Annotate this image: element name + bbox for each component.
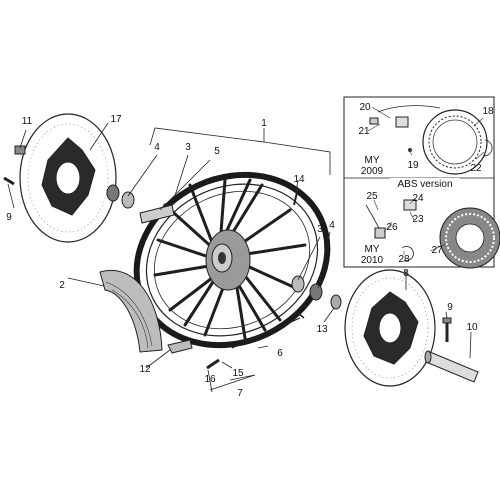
label-18: 18: [482, 106, 494, 117]
label-26: 26: [386, 222, 398, 233]
label-27: 27: [431, 245, 443, 256]
label-14: 14: [293, 174, 305, 185]
label-12: 12: [139, 364, 151, 375]
my-label-2010: MY: [365, 244, 380, 255]
label-11: 11: [22, 116, 33, 127]
mudguard: [99, 269, 163, 353]
abs-sensor-2009: [369, 105, 493, 157]
label-24: 24: [412, 193, 424, 204]
label-9-right: 9: [447, 302, 453, 313]
wheel-axle-10: [424, 350, 479, 383]
label-5: 5: [214, 146, 220, 157]
label-19: 19: [407, 160, 419, 171]
spoke-6: [231, 312, 305, 349]
label-7: 7: [237, 388, 243, 399]
wheel-hub: [205, 229, 251, 291]
right-brake-disc: [344, 269, 436, 387]
label-20: 20: [359, 102, 371, 113]
bearing-4-left: [106, 184, 120, 202]
label-3-right: 3: [317, 224, 323, 235]
label-21: 21: [358, 126, 370, 137]
valve-14: [293, 187, 299, 206]
label-10: 10: [466, 322, 478, 333]
abs-inset-box: ABS version MY 2009 MY 2010: [343, 96, 500, 269]
bearing-4-right: [309, 283, 323, 301]
leader-lines: [7, 122, 472, 393]
label-1: 1: [261, 118, 267, 129]
inset-leader-lines: [367, 106, 485, 255]
label-4-right: 4: [329, 220, 335, 231]
label-4-left: 4: [154, 142, 160, 153]
label-15: 15: [232, 368, 244, 379]
my-label-2009: MY: [365, 155, 380, 166]
label-17: 17: [110, 114, 122, 125]
abs-sensor-2010: [365, 199, 417, 261]
spacer-13: [330, 294, 342, 310]
label-6: 6: [277, 348, 283, 359]
label-25: 25: [366, 191, 378, 202]
label-23: 23: [412, 214, 424, 225]
label-22: 22: [470, 163, 482, 174]
abs-tone-ring-2010: [439, 207, 500, 269]
label-16: 16: [204, 374, 216, 385]
label-8: 8: [403, 268, 409, 279]
left-brake-disc: [19, 113, 117, 243]
label-9-left: 9: [6, 212, 12, 223]
bolt-9-right: [442, 317, 452, 342]
seal-3-left: [121, 191, 135, 209]
bolt-9-left: [3, 176, 15, 186]
seal-3-right: [291, 275, 305, 293]
part-labels: 1 2 3 3 4 4 5 6 7 8 9 9 10 11 12 13 14 1…: [6, 102, 494, 399]
label-3-left: 3: [185, 142, 191, 153]
screw-11: [14, 145, 26, 155]
abs-tone-ring-2009: [422, 109, 488, 175]
label-2: 2: [59, 280, 65, 291]
clip-12: [167, 339, 193, 354]
wheel-spacer-5: [139, 204, 175, 224]
label-28: 28: [398, 254, 410, 265]
spoked-wheel: [133, 171, 331, 349]
abs-version-title: ABS version: [397, 179, 452, 190]
my-year-2010: 2010: [361, 255, 384, 266]
nipple-16: [206, 358, 220, 370]
label-13: 13: [316, 324, 328, 335]
my-year-2009: 2009: [361, 166, 384, 177]
